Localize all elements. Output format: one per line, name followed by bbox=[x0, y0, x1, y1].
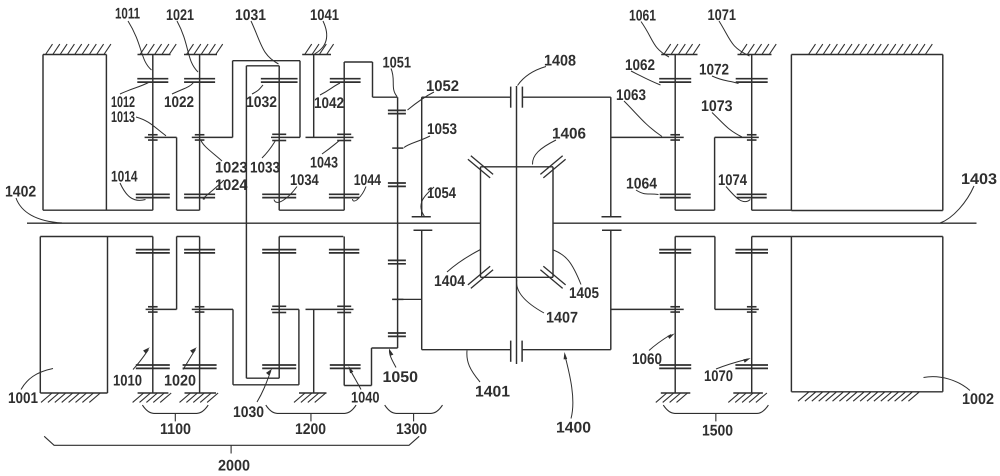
svg-text:1405: 1405 bbox=[569, 285, 599, 302]
svg-text:1403: 1403 bbox=[961, 171, 997, 188]
svg-text:1408: 1408 bbox=[544, 53, 576, 70]
svg-text:1062: 1062 bbox=[625, 57, 655, 74]
svg-text:1407: 1407 bbox=[546, 310, 578, 327]
svg-text:1300: 1300 bbox=[396, 421, 427, 438]
svg-text:1053: 1053 bbox=[427, 121, 457, 138]
svg-text:1030: 1030 bbox=[233, 404, 264, 421]
svg-text:1404: 1404 bbox=[434, 273, 465, 290]
svg-text:1054: 1054 bbox=[427, 185, 456, 202]
svg-text:1031: 1031 bbox=[235, 7, 266, 24]
svg-text:1100: 1100 bbox=[160, 421, 191, 438]
svg-text:1021: 1021 bbox=[166, 7, 194, 24]
svg-text:2000: 2000 bbox=[218, 458, 250, 475]
svg-text:1051: 1051 bbox=[383, 55, 412, 72]
svg-text:1071: 1071 bbox=[708, 7, 737, 24]
svg-text:1014: 1014 bbox=[111, 169, 138, 186]
svg-text:1050: 1050 bbox=[383, 369, 419, 386]
svg-text:1044: 1044 bbox=[354, 172, 382, 189]
svg-text:1500: 1500 bbox=[702, 423, 733, 440]
svg-text:1061: 1061 bbox=[629, 8, 656, 25]
svg-text:1011: 1011 bbox=[115, 6, 140, 23]
svg-text:1040: 1040 bbox=[351, 390, 380, 407]
svg-text:1013: 1013 bbox=[111, 109, 135, 126]
svg-text:1063: 1063 bbox=[616, 87, 646, 104]
svg-text:1022: 1022 bbox=[164, 94, 194, 111]
svg-text:1012: 1012 bbox=[111, 94, 135, 111]
svg-text:1060: 1060 bbox=[632, 351, 662, 368]
svg-text:1401: 1401 bbox=[475, 384, 510, 401]
svg-text:1033: 1033 bbox=[250, 160, 280, 177]
svg-text:1073: 1073 bbox=[701, 98, 733, 115]
svg-text:1041: 1041 bbox=[310, 7, 339, 24]
svg-text:1200: 1200 bbox=[295, 421, 326, 438]
svg-text:1043: 1043 bbox=[310, 155, 338, 172]
svg-text:1402: 1402 bbox=[5, 184, 36, 201]
svg-text:1023: 1023 bbox=[215, 160, 248, 177]
svg-text:1074: 1074 bbox=[718, 172, 747, 189]
svg-text:1010: 1010 bbox=[113, 373, 142, 390]
svg-text:1042: 1042 bbox=[314, 95, 344, 112]
svg-text:1024: 1024 bbox=[215, 177, 248, 194]
svg-text:1034: 1034 bbox=[290, 172, 319, 189]
svg-text:1002: 1002 bbox=[962, 391, 994, 408]
svg-text:1020: 1020 bbox=[164, 373, 196, 390]
svg-text:1001: 1001 bbox=[8, 390, 38, 407]
svg-text:1032: 1032 bbox=[246, 94, 277, 111]
svg-text:1072: 1072 bbox=[699, 62, 729, 79]
svg-text:1406: 1406 bbox=[552, 126, 586, 143]
svg-text:1052: 1052 bbox=[426, 78, 459, 95]
svg-text:1070: 1070 bbox=[704, 368, 733, 385]
svg-text:1064: 1064 bbox=[626, 176, 657, 193]
svg-text:1400: 1400 bbox=[556, 420, 591, 437]
